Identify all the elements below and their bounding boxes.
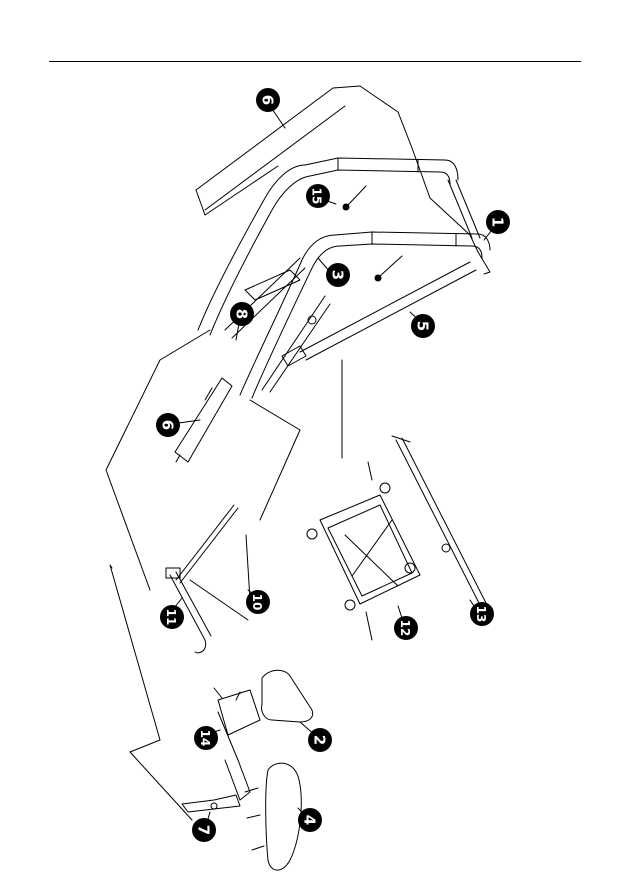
callout-7: 7 <box>192 818 216 842</box>
rail-outline-upper <box>196 86 478 252</box>
callout-7-label: 7 <box>195 825 213 835</box>
callout-5: 5 <box>411 314 435 338</box>
bolt-3 <box>375 256 402 281</box>
callout-8-label: 8 <box>233 309 251 319</box>
bracket-14 <box>214 688 260 800</box>
callout-12: 12 <box>394 616 418 640</box>
callout-12-label: 12 <box>398 620 412 637</box>
callout-8: 8 <box>230 302 254 326</box>
pad-2 <box>262 670 313 722</box>
callout-13-label: 13 <box>474 606 488 623</box>
callout-1-label: 1 <box>489 217 507 227</box>
callout-2-label: 2 <box>311 735 329 745</box>
bolt-15 <box>343 186 366 210</box>
callout-15-label: 15 <box>310 188 324 205</box>
callout-6-top: 6 <box>256 88 280 112</box>
callout-2: 2 <box>308 728 332 752</box>
callout-6-top-label: 6 <box>259 95 277 105</box>
callout-15: 15 <box>306 184 330 208</box>
callout-10-label: 10 <box>250 594 264 611</box>
callout-3-label: 3 <box>329 270 347 280</box>
callout-14-label: 14 <box>198 730 212 747</box>
callout-10: 10 <box>246 590 270 614</box>
callout-6-mid-label: 6 <box>159 420 177 430</box>
callout-4: 4 <box>298 808 322 832</box>
callout-1: 1 <box>486 210 510 234</box>
callout-3: 3 <box>326 263 350 287</box>
callout-13: 13 <box>470 602 494 626</box>
bar-10 <box>176 400 300 620</box>
callout-6-mid: 6 <box>156 413 180 437</box>
callout-14: 14 <box>194 726 218 750</box>
frame-12 <box>307 462 420 640</box>
callout-11: 11 <box>160 605 184 629</box>
callout-11-label: 11 <box>164 609 178 626</box>
callout-5-label: 5 <box>414 321 432 331</box>
axle-13 <box>392 436 486 605</box>
callout-4-label: 4 <box>301 815 319 825</box>
rail-5 <box>300 262 476 458</box>
seat-4 <box>245 763 301 870</box>
post-7 <box>182 795 240 812</box>
